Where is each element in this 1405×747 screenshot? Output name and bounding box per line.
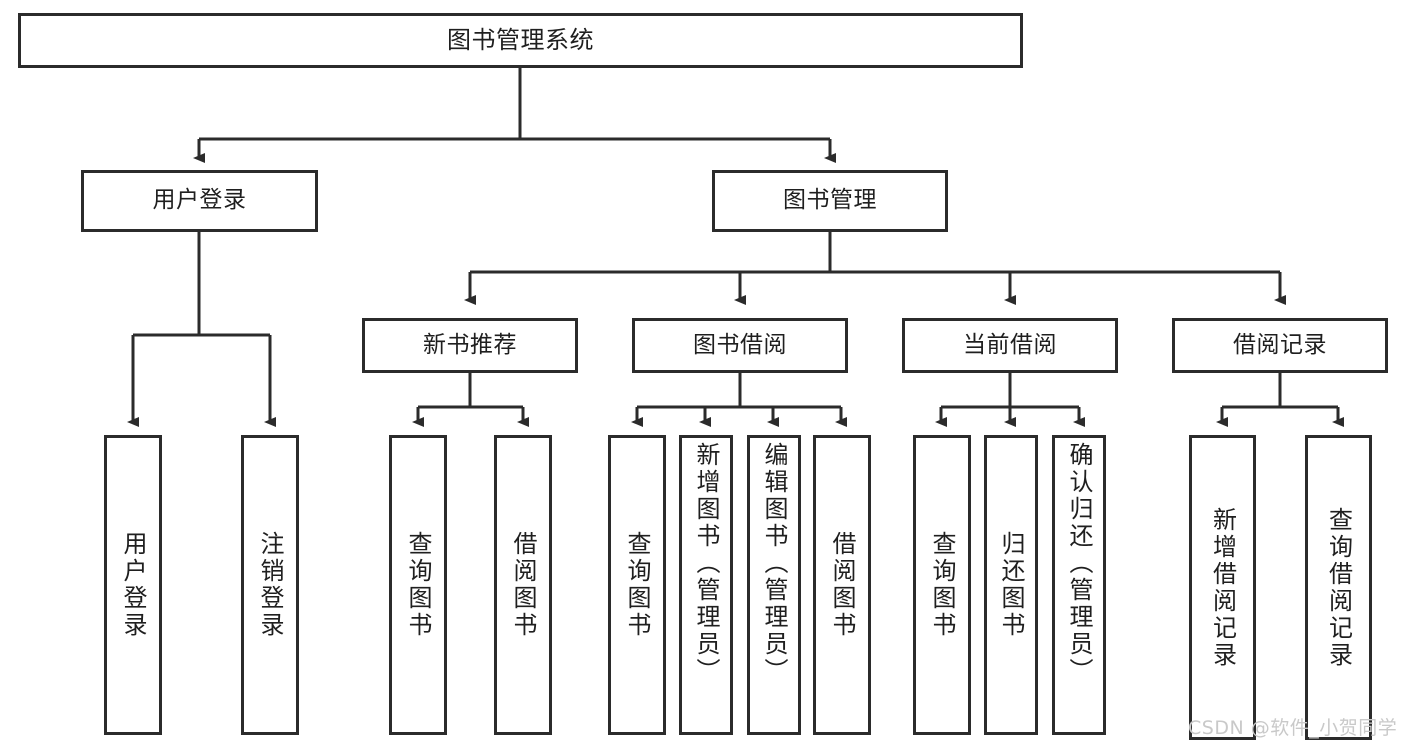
leaf-borrow-edit-book-admin[interactable]: 编辑图书（管理员）	[747, 435, 801, 735]
node-borrow-record[interactable]: 借阅记录	[1172, 318, 1388, 373]
node-book-borrow[interactable]: 图书借阅	[632, 318, 848, 373]
node-label: 编辑图书（管理员）	[760, 442, 788, 685]
leaf-user-login-logout[interactable]: 注销登录	[241, 435, 299, 735]
node-label: 图书管理	[783, 187, 877, 214]
leaf-borrow-add-book-admin[interactable]: 新增图书（管理员）	[679, 435, 733, 735]
node-label: 用户登录	[152, 187, 247, 214]
node-label: 查询图书	[623, 531, 651, 639]
node-label: 查询图书	[928, 531, 956, 639]
leaf-new-book-borrow[interactable]: 借阅图书	[494, 435, 552, 735]
node-label: 注销登录	[256, 531, 284, 639]
leaf-record-add-record[interactable]: 新增借阅记录	[1189, 435, 1256, 740]
node-book-management[interactable]: 图书管理	[712, 170, 948, 232]
node-label: 图书管理系统	[447, 26, 594, 55]
node-label: 借阅图书	[509, 531, 537, 639]
node-label: 新增图书（管理员）	[692, 442, 720, 685]
node-label: 查询借阅记录	[1324, 506, 1353, 669]
node-root-system[interactable]: 图书管理系统	[18, 13, 1023, 68]
node-label: 借阅记录	[1233, 331, 1327, 358]
node-label: 用户登录	[119, 531, 147, 639]
leaf-current-return-book[interactable]: 归还图书	[984, 435, 1038, 735]
node-user-login[interactable]: 用户登录	[81, 170, 318, 232]
leaf-current-confirm-return-admin[interactable]: 确认归还（管理员）	[1052, 435, 1106, 735]
node-label: 查询图书	[404, 531, 432, 639]
leaf-borrow-query-book[interactable]: 查询图书	[608, 435, 666, 735]
leaf-user-login-login[interactable]: 用户登录	[104, 435, 162, 735]
leaf-borrow-borrow-book[interactable]: 借阅图书	[813, 435, 871, 735]
node-label: 确认归还（管理员）	[1065, 442, 1093, 685]
csdn-watermark: CSDN @软件_小贺同学	[1188, 717, 1398, 739]
leaf-record-query-record[interactable]: 查询借阅记录	[1305, 435, 1372, 740]
node-label: 当前借阅	[963, 331, 1057, 358]
node-label: 借阅图书	[828, 531, 856, 639]
node-current-borrow[interactable]: 当前借阅	[902, 318, 1118, 373]
node-label: 新增借阅记录	[1208, 506, 1237, 669]
leaf-current-query-book[interactable]: 查询图书	[913, 435, 971, 735]
node-label: 归还图书	[997, 531, 1025, 639]
leaf-new-book-query[interactable]: 查询图书	[389, 435, 447, 735]
node-new-book-recommend[interactable]: 新书推荐	[362, 318, 578, 373]
node-label: 图书借阅	[693, 331, 787, 358]
node-label: 新书推荐	[423, 331, 517, 358]
